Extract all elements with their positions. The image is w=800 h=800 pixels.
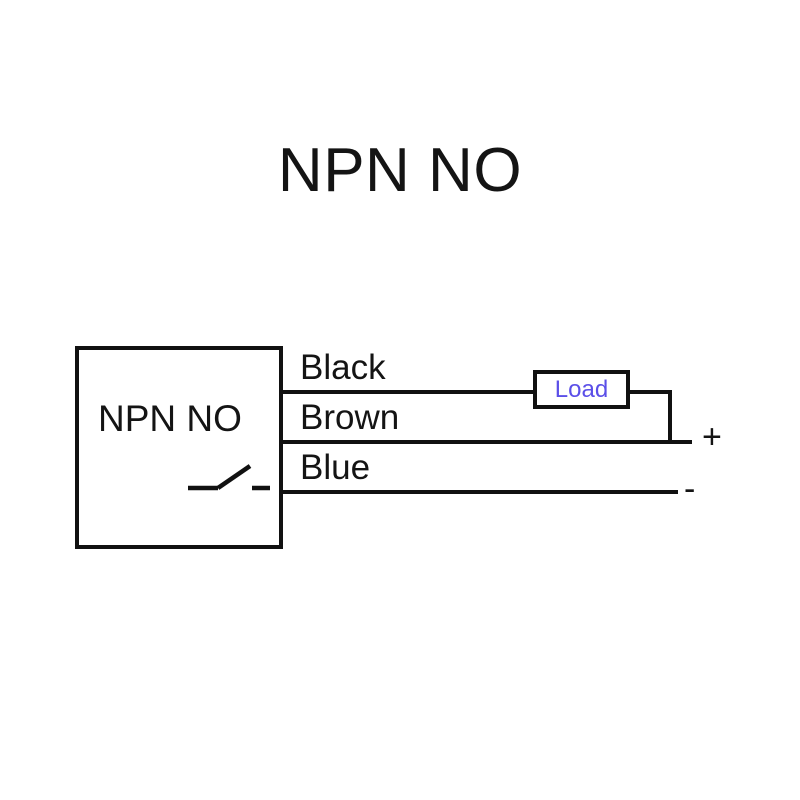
wire-blue <box>281 490 678 494</box>
terminal-negative-label: - <box>684 470 696 508</box>
wire-black-segment-left <box>281 390 536 394</box>
wire-label-blue: Blue <box>300 448 371 487</box>
normally-open-contact-icon <box>188 464 270 491</box>
wire-black-segment-right <box>628 390 672 394</box>
sensor-body <box>75 346 283 549</box>
sensor-body-label: NPN NO <box>98 398 242 439</box>
load-element: Load <box>533 370 630 409</box>
page-title: NPN NO <box>277 136 523 205</box>
wire-label-brown: Brown <box>300 398 400 437</box>
wire-brown <box>281 440 692 444</box>
wire-label-black: Black <box>300 348 386 387</box>
wire-black-segment-drop <box>668 390 672 444</box>
terminal-positive-label: + <box>702 418 722 456</box>
load-label: Load <box>554 375 609 403</box>
